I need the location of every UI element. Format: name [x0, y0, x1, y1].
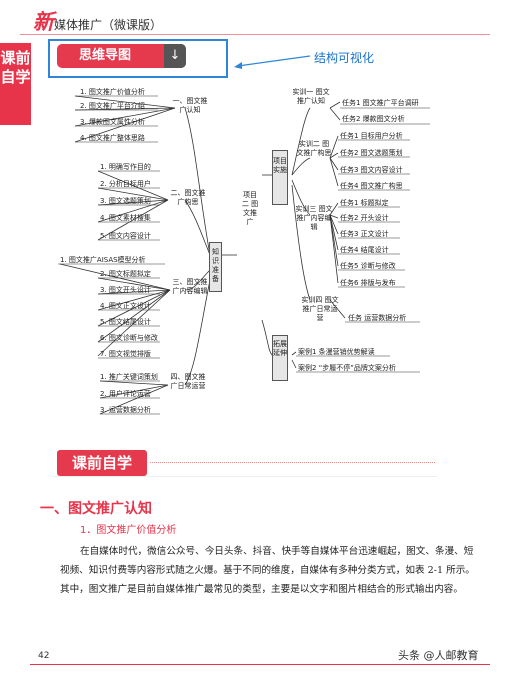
- download-arrow-icon[interactable]: ↓: [164, 44, 186, 68]
- branch-knowledge: 知识准备: [209, 242, 222, 292]
- p1-title: 实训一 图文推广认知: [292, 88, 330, 105]
- k4-item: 1. 推广关键词策划: [100, 373, 158, 381]
- mindmap-highlight-box: [48, 39, 228, 78]
- k3-item: 5. 图文结尾设计: [100, 318, 151, 326]
- k1-item: 2. 图文推广平台介绍: [80, 102, 145, 110]
- p4-title: 实训四 图文推广日常运营: [301, 296, 339, 322]
- k2-item: 1. 明确写作目的: [100, 163, 151, 171]
- footer-rule: [30, 664, 490, 665]
- callout-label: 结构可视化: [314, 51, 375, 65]
- p3-item: 任务1 标题拟定: [340, 199, 389, 207]
- k2-item: 4. 图文素材搜集: [100, 214, 151, 222]
- e1-item: 案例2 “步履不停”品牌文案分析: [298, 364, 396, 372]
- k3-item: 4. 图文正文设计: [100, 302, 151, 310]
- heading-level-2: 1．图文推广价值分析: [80, 525, 177, 536]
- p3-item: 任务4 结尾设计: [340, 246, 389, 254]
- k3-item: 2. 图文标题拟定: [100, 270, 151, 278]
- callout-arrow-icon: [234, 55, 311, 69]
- header-rule: [20, 34, 490, 35]
- section-heading: 课前自学: [57, 450, 147, 476]
- k2-item: 5. 图文内容设计: [100, 232, 151, 240]
- mindmap-center: 项目二 图文推广: [240, 185, 260, 280]
- k1-item: 3. 爆款图文属性分析: [80, 118, 145, 126]
- p2-item: 任务2 图文选题策划: [340, 149, 403, 157]
- k3-item: 6. 图文诊断与修改: [100, 334, 158, 342]
- p3-item: 任务3 正文设计: [340, 230, 389, 238]
- heading-level-1: 一、图文推广认知: [40, 501, 152, 517]
- p2-title: 实训二 图文推广构思: [296, 140, 332, 157]
- k1-item: 1. 图文推广价值分析: [80, 88, 145, 96]
- k4-item: 2. 用户评论运营: [100, 390, 151, 398]
- p1-item: 任务2 爆款图文分析: [342, 115, 405, 123]
- k2-item: 3. 图文选题策划: [100, 197, 151, 205]
- p4-item: 任务 运营数据分析: [348, 314, 407, 322]
- heading-dotted-rule: [150, 462, 435, 463]
- k3-title: 三、图文推广内容编辑: [172, 278, 208, 295]
- k4-title: 四、图文推广日常运营: [170, 373, 206, 390]
- k2-item: 2. 分析目标用户: [100, 180, 151, 188]
- p3-item: 任务6 排版与发布: [340, 279, 396, 287]
- k1-item: 4. 图文推广整体思路: [80, 134, 145, 142]
- branch-extend: 拓展延伸: [272, 335, 288, 381]
- k3-item: 3. 图文开头设计: [100, 286, 151, 294]
- k2-title: 二、图文推广构思: [170, 189, 206, 206]
- side-tab: 课前自学: [0, 43, 31, 125]
- body-paragraph: 在自媒体时代，微信公众号、今日头条、抖音、快手等自媒体平台迅速崛起，图文、条漫、…: [60, 546, 475, 595]
- p3-title: 实训三 图文推广内容编辑: [295, 205, 333, 231]
- book-brand: 新媒体推广（微课版）: [33, 9, 163, 34]
- heading-underline: [52, 476, 437, 477]
- p3-item: 任务5 诊断与修改: [340, 262, 396, 270]
- k3-item: 1. 图文推广AISAS模型分析: [60, 256, 146, 264]
- page-number: 42: [38, 651, 50, 661]
- p2-item: 任务3 图文内容设计: [340, 166, 403, 174]
- watermark: 头条 @人邮教育: [398, 649, 479, 662]
- k3-item: 7. 图文视觉排版: [100, 350, 151, 358]
- p1-item: 任务1 图文推广平台调研: [342, 99, 419, 107]
- k4-item: 3. 运营数据分析: [100, 406, 151, 414]
- branch-practice: 项目实施: [272, 150, 288, 205]
- e1-item: 案例1 条漫营销优势解读: [298, 348, 375, 356]
- mindmap-connectors: [58, 95, 430, 415]
- k1-title: 一、图文推广认知: [172, 97, 208, 114]
- p2-item: 任务4 图文推广构思: [340, 182, 403, 190]
- p3-item: 任务2 开头设计: [340, 214, 389, 222]
- p2-item: 任务1 目标用户分析: [340, 132, 403, 140]
